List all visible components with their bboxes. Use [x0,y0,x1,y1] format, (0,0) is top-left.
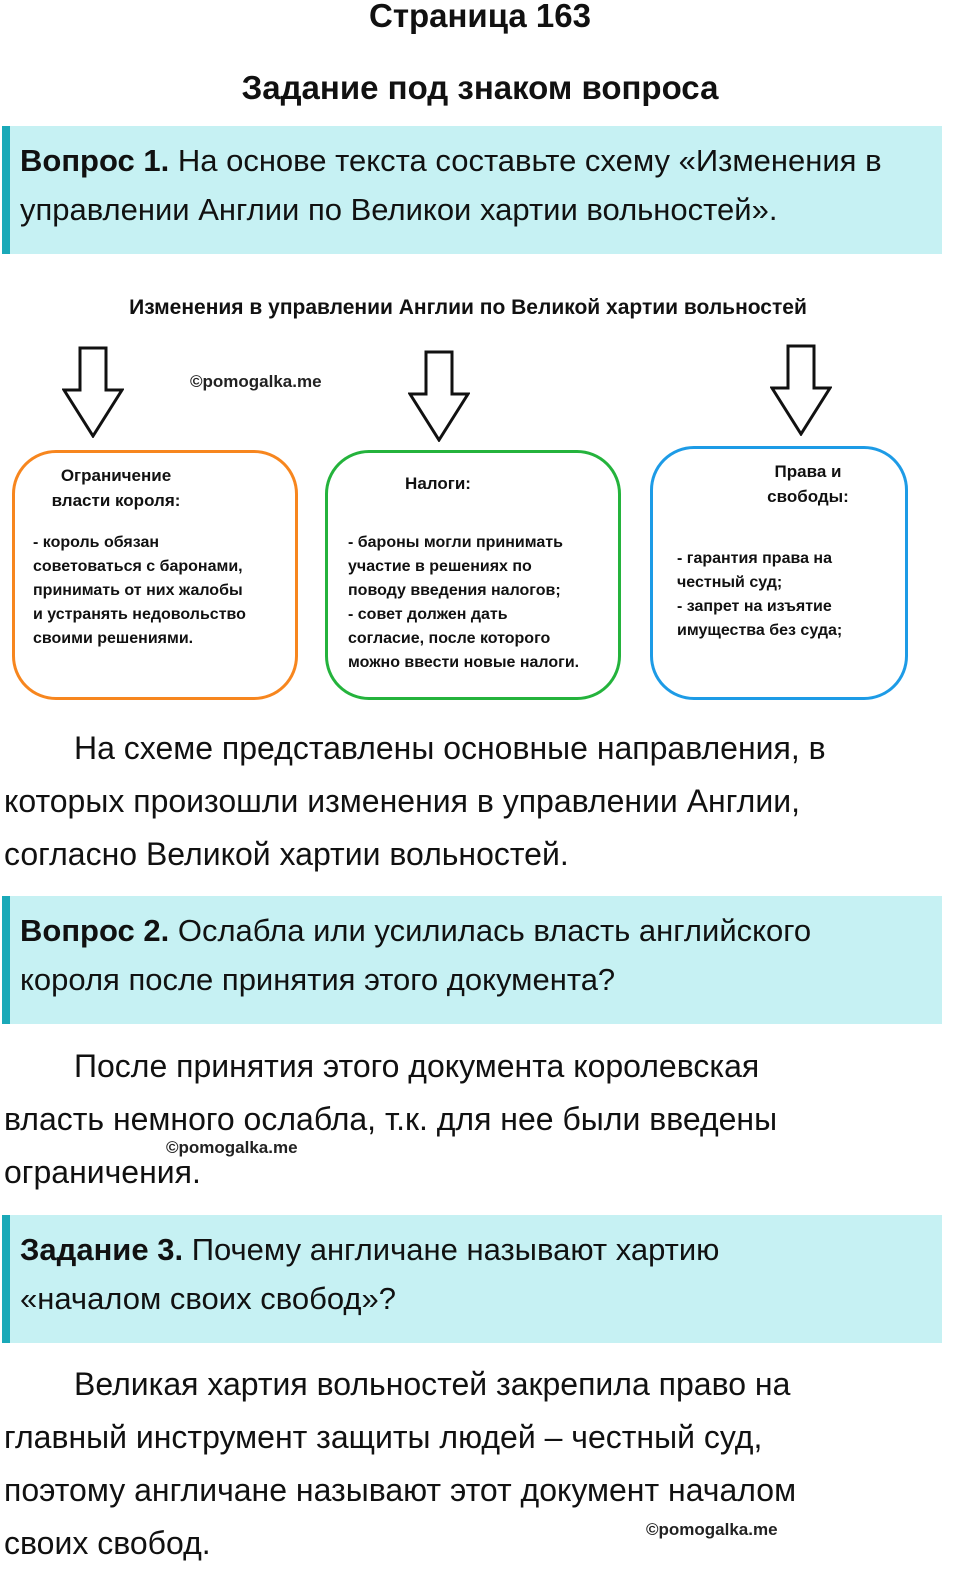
box-text: - король обязан советоваться с баронами,… [33,534,246,647]
question-2-text: Ослабла или усилилась власть английского [169,913,812,948]
diagram-box-king-power: Ограничение власти короля: - король обяз… [12,450,298,700]
watermark: ©pomogalka.me [166,1138,298,1157]
question-2-line-1: Вопрос 2. Ослабла или усилилась власть а… [20,906,928,955]
diagram: Изменения в управлении Англии по Великой… [0,290,960,710]
question-1-text: На основе текста составьте схему «Измене… [169,143,882,178]
task-3-line-1: Задание 3. Почему англичане называют хар… [20,1225,928,1274]
diagram-box-taxes: Налоги: - бароны могли принимать участие… [325,450,621,700]
page-title: Страница 163 [369,0,591,34]
box-title: Налоги: [405,474,471,493]
question-2-line-2: короля после принятия этого документа? [20,962,616,997]
section-title: Задание под знаком вопроса [241,69,719,106]
box-title: Права и свободы: [767,462,849,506]
box-text: - бароны могли принимать участие в решен… [348,534,580,671]
question-2-box: Вопрос 2. Ослабла или усилилась власть а… [2,896,942,1024]
question-1-box: Вопрос 1. На основе текста составьте схе… [2,126,942,254]
answer-1: На схеме представлены основные направлен… [4,730,826,872]
task-3-line-2: «началом своих свобод»? [20,1281,396,1316]
watermark: ©pomogalka.me [646,1520,778,1539]
task-3-label: Задание 3. [20,1232,184,1267]
question-1-line-2: управлении Англии по Великои хартии воль… [20,192,778,227]
answer-3: Великая хартия вольностей закрепила прав… [4,1366,797,1561]
box-title: Ограничение власти короля: [51,466,181,510]
arrow-down-icon [770,344,832,436]
task-3-text: Почему англичане называют хартию [183,1232,720,1267]
question-1-line-1: Вопрос 1. На основе текста составьте схе… [20,136,928,185]
box-text: - гарантия права на честный суд; - запре… [677,550,843,639]
arrow-down-icon [62,346,124,438]
diagram-title: Изменения в управлении Англии по Великой… [129,296,807,319]
task-3-box: Задание 3. Почему англичане называют хар… [2,1215,942,1343]
watermark: ©pomogalka.me [190,372,322,391]
question-2-label: Вопрос 2. [20,913,170,948]
arrow-down-icon [408,350,470,442]
question-1-label: Вопрос 1. [20,143,170,178]
diagram-box-rights: Права и свободы: - гарантия права на чес… [650,446,908,700]
answer-2: После принятия этого документа королевск… [4,1048,778,1190]
